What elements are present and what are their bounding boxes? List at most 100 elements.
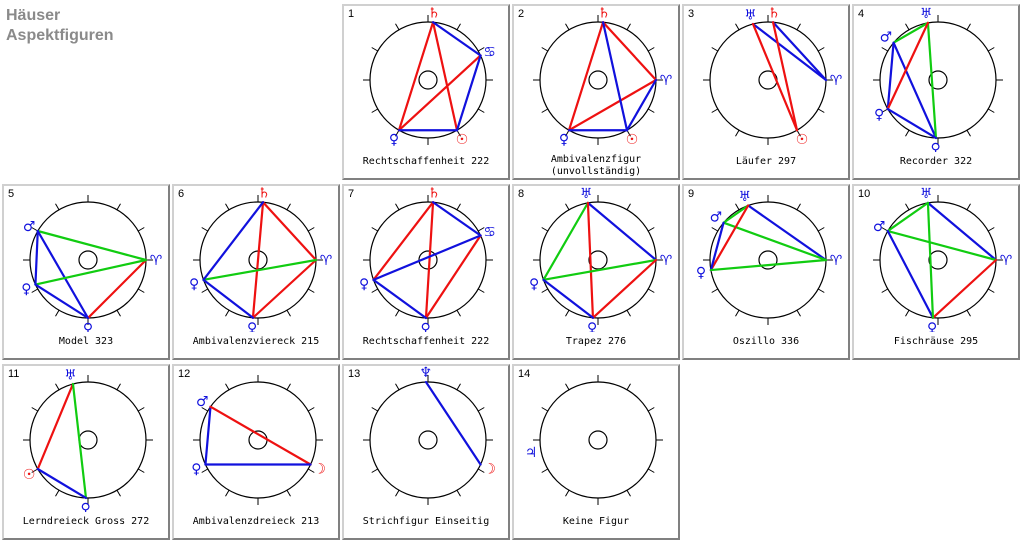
aspect-line xyxy=(71,382,88,500)
house-tick xyxy=(456,383,461,391)
aspect-wheel: ♄♋♀♀ xyxy=(359,186,496,332)
house-tick xyxy=(987,288,995,293)
house-tick xyxy=(395,203,400,211)
figure-cell[interactable]: 14♃Keine Figur xyxy=(512,364,680,540)
house-tick xyxy=(565,489,570,497)
aspect-line xyxy=(36,229,148,262)
house-tick xyxy=(796,309,801,317)
venus-icon: ♀ xyxy=(420,321,430,332)
house-tick xyxy=(456,203,461,211)
house-tick xyxy=(626,309,631,317)
aspect-line xyxy=(397,21,435,132)
house-tick xyxy=(456,129,461,137)
aspect-line xyxy=(424,201,435,320)
figure-cell[interactable]: 6♄♈♀♀Ambivalenzviereck 215 xyxy=(172,184,340,360)
aspect-line xyxy=(751,22,828,82)
uranus-icon: ♅ xyxy=(744,7,757,23)
house-tick xyxy=(711,227,719,232)
caption-line: Oszillo 336 xyxy=(732,336,800,347)
aspect-line xyxy=(36,382,75,471)
figure-cell[interactable]: 11♅☉♀Lerndreieck Gross 272 xyxy=(2,364,170,540)
jupiter-icon: ♃ xyxy=(525,445,538,461)
house-tick xyxy=(541,407,549,412)
house-tick xyxy=(647,47,655,52)
house-tick xyxy=(225,383,230,391)
cancer-icon: ♋ xyxy=(483,44,496,60)
venus-icon: ♀ xyxy=(21,282,31,298)
house-tick xyxy=(735,23,740,31)
aspect-line xyxy=(625,78,658,132)
house-tick xyxy=(286,203,291,211)
house-tick xyxy=(286,383,291,391)
house-tick xyxy=(966,23,971,31)
aspect-line xyxy=(34,258,148,286)
aspect-line xyxy=(892,41,938,140)
caption-line-2: (unvollständig) xyxy=(550,166,642,177)
sun-icon: ☉ xyxy=(626,132,639,148)
figure-cell[interactable]: 12♂♀☽Ambivalenzdreieck 213 xyxy=(172,364,340,540)
house-tick xyxy=(881,108,889,113)
house-tick xyxy=(881,47,889,52)
figure-cell[interactable]: 5♂♈♀♀Model 323 xyxy=(2,184,170,360)
wheel-circle xyxy=(369,381,487,499)
house-tick xyxy=(371,108,379,113)
figure-cell[interactable]: 1♄☉♀♋Rechtschaffenheit 222 xyxy=(342,4,510,180)
house-tick xyxy=(987,227,995,232)
aspect-wheel: ♄☉♀♋ xyxy=(363,6,496,148)
house-tick xyxy=(477,108,485,113)
figure-number: 10 xyxy=(858,188,871,200)
house-tick xyxy=(711,108,719,113)
house-tick xyxy=(225,203,230,211)
house-tick xyxy=(395,383,400,391)
neptune-icon: ♆ xyxy=(419,366,432,381)
house-tick xyxy=(647,468,655,473)
mars-icon: ♂ xyxy=(873,219,886,235)
house-tick xyxy=(905,309,910,317)
wheel-circle xyxy=(879,201,997,319)
figure-caption: Ambivalenzdreieck 213 xyxy=(174,516,338,528)
figure-cell[interactable]: 3♅♄♈☉Läufer 297 xyxy=(682,4,850,180)
aspect-line xyxy=(709,258,828,272)
figure-caption: Keine Figur xyxy=(514,516,678,528)
uranus-icon: ♅ xyxy=(580,186,593,202)
figure-cell[interactable]: 4♅♂♀♀Recorder 322 xyxy=(852,4,1020,180)
figure-cell[interactable]: 13♆☽Strichfigur Einseitig xyxy=(342,364,510,540)
aspect-line xyxy=(424,380,482,466)
aspect-line xyxy=(926,201,935,319)
figure-cell[interactable]: 7♄♋♀♀Rechtschaffenheit 222 xyxy=(342,184,510,360)
aries-icon: ♈ xyxy=(660,253,673,269)
figure-cell[interactable]: 9♅♂♈♀Oszillo 336 xyxy=(682,184,850,360)
mars-icon: ♂ xyxy=(23,219,36,235)
house-tick xyxy=(477,227,485,232)
house-tick xyxy=(817,108,825,113)
house-tick xyxy=(55,489,60,497)
figure-cell[interactable]: 8♅♈♀♀Trapez 276 xyxy=(512,184,680,360)
figure-cell[interactable]: 2♄♈♀☉Ambivalenzfigur(unvollständig) xyxy=(512,4,680,180)
figure-caption: Läufer 297 xyxy=(684,156,848,168)
aspect-line xyxy=(431,21,459,132)
figure-number: 5 xyxy=(8,188,15,200)
house-tick xyxy=(796,23,801,31)
center-circle xyxy=(78,250,98,270)
caption-line: Ambivalenzfigur xyxy=(550,154,642,165)
house-tick xyxy=(31,227,39,232)
figure-caption: Ambivalenzviereck 215 xyxy=(174,336,338,348)
house-tick xyxy=(966,129,971,137)
aries-icon: ♈ xyxy=(1000,253,1013,269)
caption-line: Strichfigur Einseitig xyxy=(362,516,490,527)
aspect-line xyxy=(251,258,318,319)
house-tick xyxy=(31,468,39,473)
aspect-line xyxy=(34,283,90,320)
house-tick xyxy=(541,468,549,473)
figure-cell[interactable]: 10♅♂♈♀Fischräuse 295 xyxy=(852,184,1020,360)
wheel-circle xyxy=(539,201,657,319)
house-tick xyxy=(371,468,379,473)
house-tick xyxy=(735,203,740,211)
caption-line: Ambivalenzdreieck 213 xyxy=(192,516,320,527)
caption-line: Keine Figur xyxy=(562,516,630,527)
house-tick xyxy=(371,47,379,52)
mars-icon: ♂ xyxy=(196,394,209,410)
aries-icon: ♈ xyxy=(830,253,843,269)
aspect-line xyxy=(722,204,750,224)
caption-line: Recorder 322 xyxy=(899,156,973,167)
